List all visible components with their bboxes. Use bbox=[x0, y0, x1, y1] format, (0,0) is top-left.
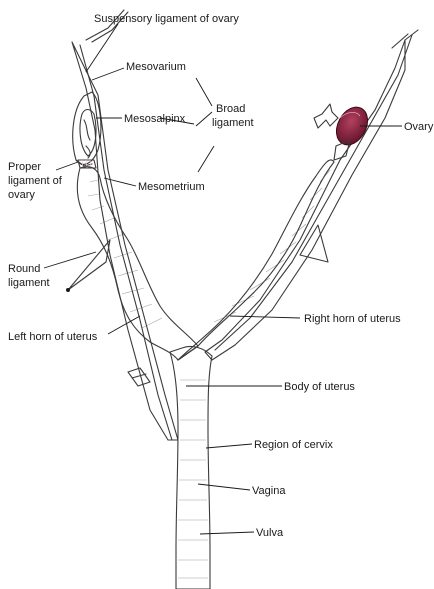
label-mesosalpinx: Mesosalpinx bbox=[124, 113, 186, 125]
label-body-of-uterus: Body of uterus bbox=[284, 381, 355, 393]
label-proper-ligament-3: ovary bbox=[8, 189, 35, 201]
labels: Suspensory ligament of ovary Mesovarium … bbox=[8, 13, 434, 539]
label-ovary: Ovary bbox=[404, 121, 434, 133]
label-broad-ligament-1: Broad bbox=[216, 103, 245, 115]
label-round-ligament-1: Round bbox=[8, 263, 40, 275]
label-broad-ligament-2: ligament bbox=[212, 117, 254, 129]
leader-lines bbox=[44, 24, 402, 534]
label-proper-ligament-1: Proper bbox=[8, 161, 41, 173]
broad-ligament-left bbox=[72, 10, 178, 440]
broad-ligament-right bbox=[205, 30, 418, 360]
label-region-of-cervix: Region of cervix bbox=[254, 439, 333, 451]
label-right-horn: Right horn of uterus bbox=[304, 313, 401, 325]
label-vagina: Vagina bbox=[252, 485, 286, 497]
label-suspensory-ligament: Suspensory ligament of ovary bbox=[94, 13, 239, 25]
label-mesometrium: Mesometrium bbox=[138, 181, 205, 193]
label-proper-ligament-2: ligament of bbox=[8, 175, 63, 187]
label-mesovarium: Mesovarium bbox=[126, 61, 186, 73]
label-round-ligament-2: ligament bbox=[8, 277, 50, 289]
label-vulva: Vulva bbox=[256, 527, 284, 539]
label-left-horn: Left horn of uterus bbox=[8, 331, 98, 343]
right-ovary bbox=[314, 102, 374, 160]
